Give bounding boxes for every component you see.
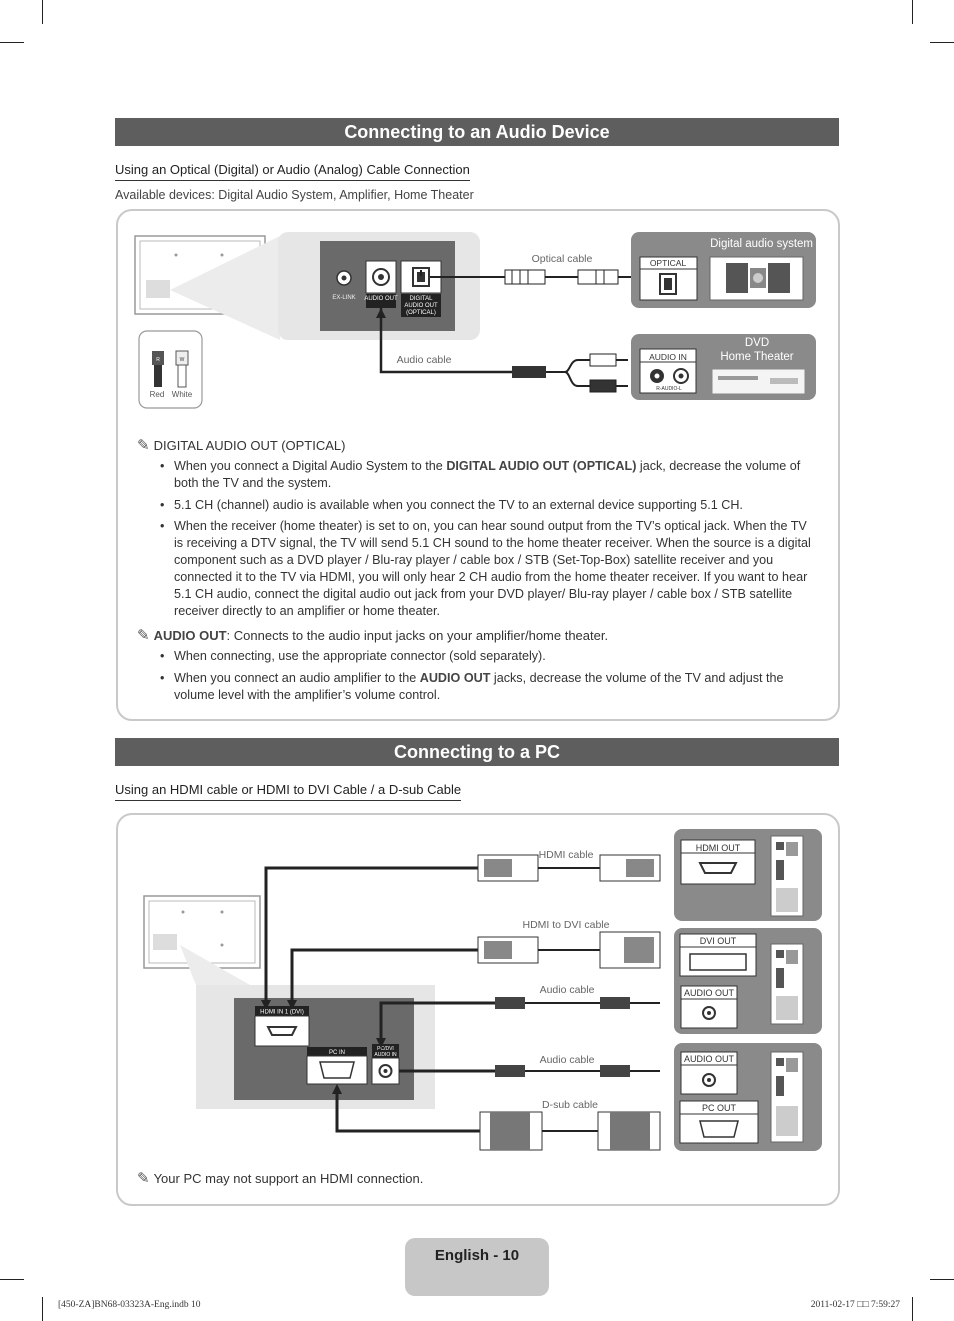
- section-title-pc: Connecting to a PC: [115, 738, 839, 766]
- w-letter: W: [180, 357, 185, 363]
- subheading-pc: Using an HDMI cable or HDMI to DVI Cable…: [115, 782, 462, 801]
- pc-dvi-audio-label-2: AUDIO IN: [374, 1052, 397, 1058]
- hdmi-dvi-cable-label: HDMI to DVI cable: [523, 919, 610, 931]
- digital-audio-system-label: Digital audio system: [710, 238, 813, 250]
- crop-mark: [42, 0, 43, 24]
- optical-port-label: OPTICAL: [650, 258, 687, 268]
- audio-out-port-label: AUDIO OUT: [364, 296, 398, 302]
- dvd-label-1: DVD: [745, 337, 769, 349]
- list-item: •When connecting, use the appropriate co…: [160, 649, 546, 663]
- digital-out-label-2: AUDIO OUT: [404, 303, 438, 309]
- audio-in-port-label: AUDIO IN: [649, 352, 687, 362]
- page-number-tab: English - 10: [405, 1238, 549, 1296]
- footer-timestamp: 2011-02-17 □□ 7:59:27: [810, 1300, 900, 1310]
- crop-mark: [930, 1279, 954, 1280]
- note-digital-audio-out: ✎DIGITAL AUDIO OUT (OPTICAL): [137, 437, 346, 454]
- white-label: White: [172, 390, 193, 399]
- pc-connection-diagram: HDMI IN 1 (DVI) PC IN PC/DVI AUDIO IN HD…: [143, 829, 822, 1151]
- pencil-icon: ✎: [137, 627, 150, 644]
- hdmi-cable-label: HDMI cable: [539, 849, 594, 861]
- list-item: •When the receiver (home theater) is set…: [160, 519, 811, 618]
- audio-cable-label-1: Audio cable: [540, 984, 595, 996]
- audio-connection-diagram: EX-LINK AUDIO OUT DIGITAL AUDIO OUT (OPT…: [134, 232, 816, 409]
- digital-out-label-1: DIGITAL: [410, 296, 434, 302]
- available-devices: Available devices: Digital Audio System,…: [115, 188, 474, 202]
- list-item: •When you connect a Digital Audio System…: [160, 459, 801, 490]
- audio-cable-label: Audio cable: [397, 354, 452, 366]
- crop-mark: [42, 1297, 43, 1321]
- dvi-out-label: DVI OUT: [700, 936, 737, 946]
- section-title-audio: Connecting to an Audio Device: [115, 118, 839, 146]
- ex-link-label: EX-LINK: [332, 295, 355, 301]
- pc-in-port-label: PC IN: [329, 1050, 345, 1056]
- crop-mark: [912, 1297, 913, 1321]
- hdmi-out-label: HDMI OUT: [696, 843, 741, 853]
- pencil-icon: ✎: [137, 1170, 150, 1187]
- dsub-cable-label: D-sub cable: [542, 1099, 598, 1111]
- hdmi-in-port-label: HDMI IN 1 (DVI): [260, 1010, 304, 1016]
- crop-mark: [912, 0, 913, 24]
- red-label: Red: [150, 390, 165, 399]
- r-letter: R: [156, 357, 160, 363]
- r-audio-l-label: R-AUDIO-L: [656, 386, 682, 392]
- note-audio-out: ✎AUDIO OUT: Connects to the audio input …: [137, 627, 609, 644]
- digital-out-label-3: (OPTICAL): [406, 310, 436, 316]
- audio-out-label-2: AUDIO OUT: [684, 1054, 735, 1064]
- dvd-label-2: Home Theater: [720, 351, 793, 363]
- pc-dvi-audio-label-1: PC/DVI: [377, 1046, 394, 1052]
- subheading-audio: Using an Optical (Digital) or Audio (Ana…: [115, 162, 470, 181]
- crop-mark: [0, 42, 24, 43]
- pencil-icon: ✎: [137, 437, 150, 454]
- pc-out-label: PC OUT: [702, 1103, 737, 1113]
- note-hdmi-support: ✎Your PC may not support an HDMI connect…: [137, 1170, 424, 1187]
- crop-mark: [0, 1279, 24, 1280]
- crop-mark: [930, 42, 954, 43]
- list-item: •5.1 CH (channel) audio is available whe…: [160, 498, 743, 512]
- list-item: •When you connect an audio amplifier to …: [160, 671, 784, 702]
- optical-cable-label: Optical cable: [532, 253, 593, 265]
- footer-file: [450-ZA]BN68-03323A-Eng.indb 10: [58, 1300, 201, 1310]
- audio-out-label-1: AUDIO OUT: [684, 988, 735, 998]
- audio-cable-label-2: Audio cable: [540, 1054, 595, 1066]
